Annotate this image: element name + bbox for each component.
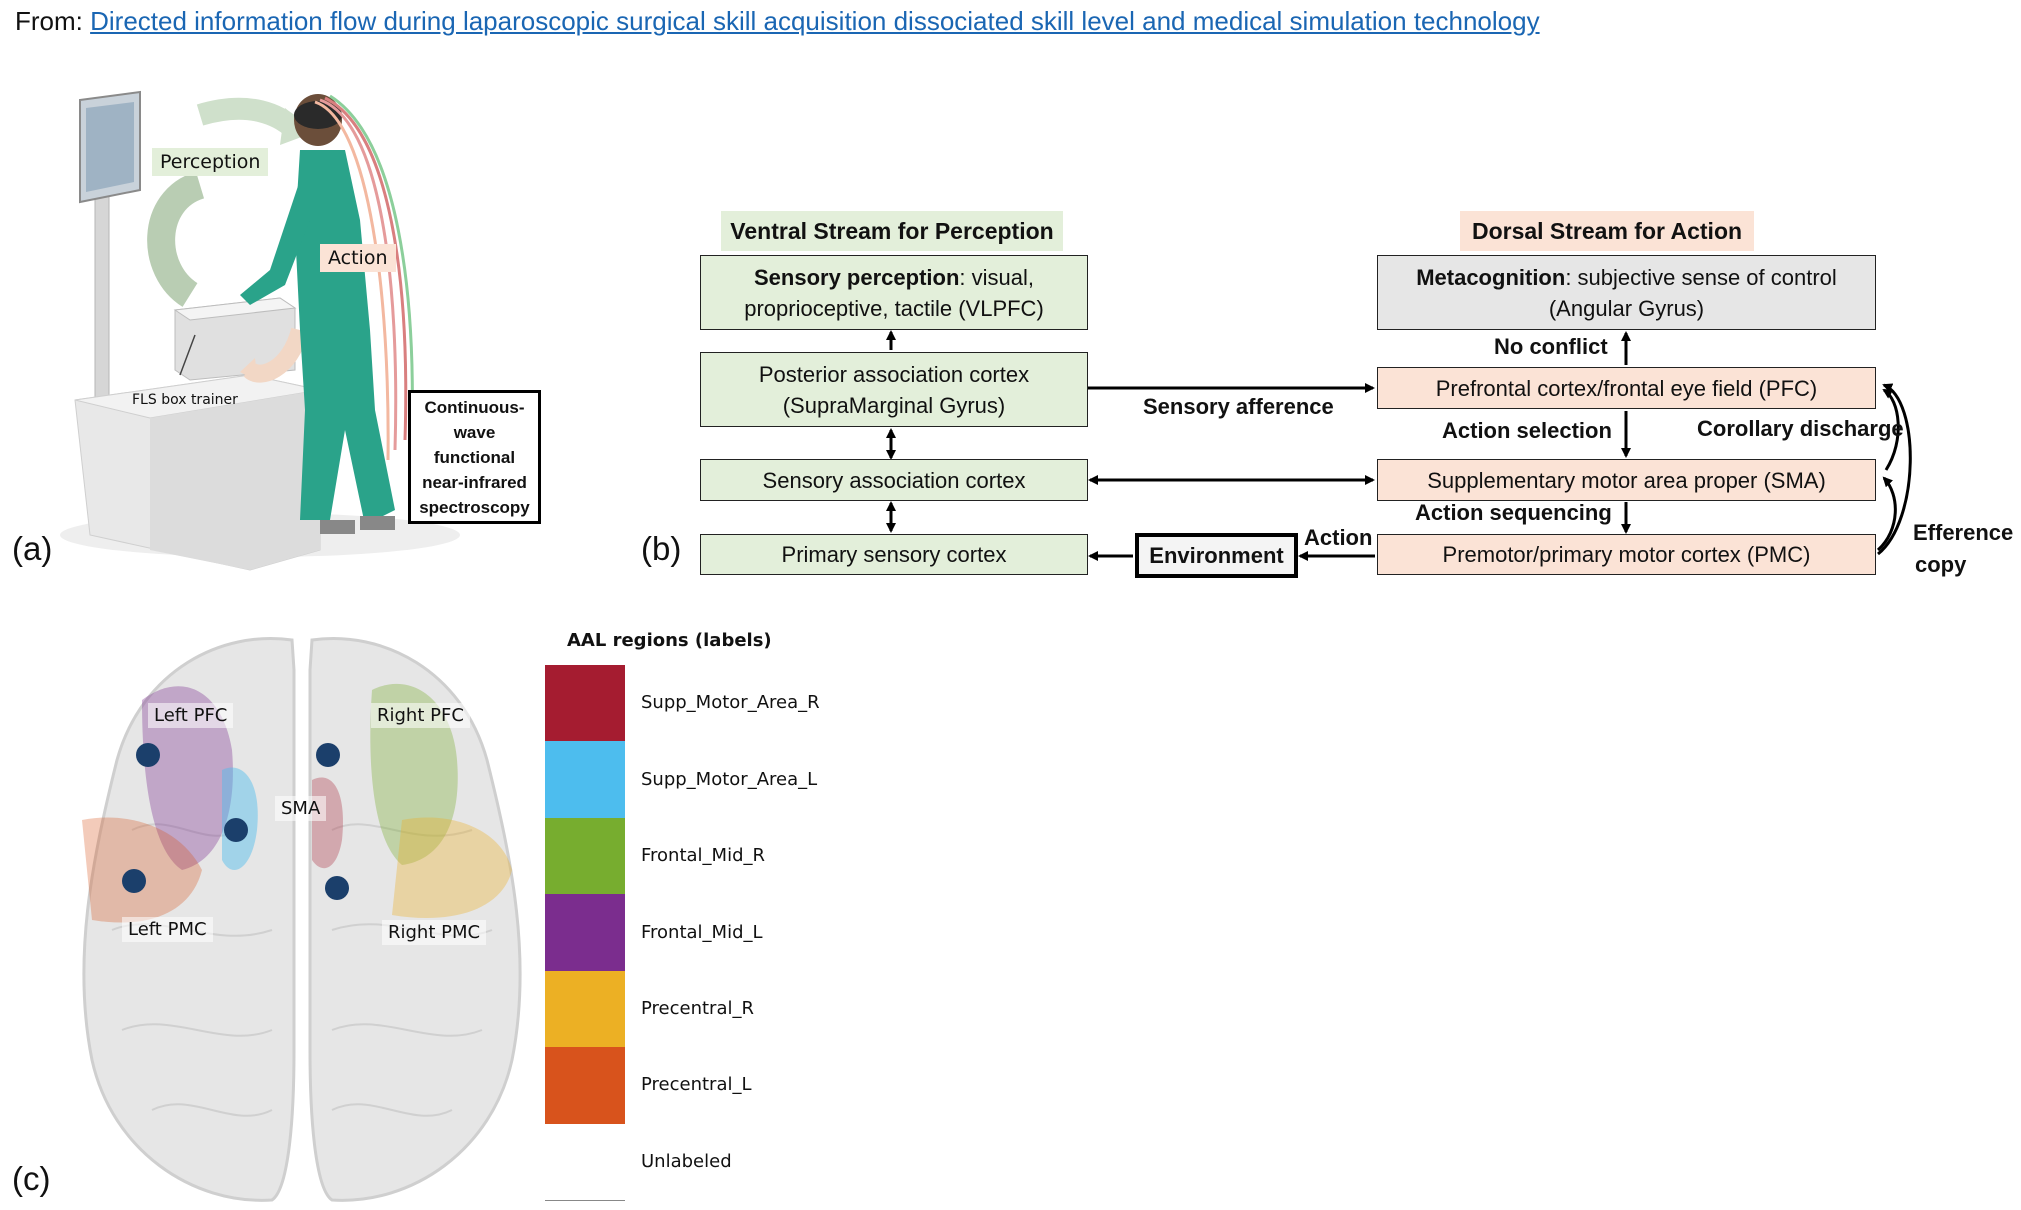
efference-label-1: Efference <box>1913 520 2014 545</box>
panel-a: Perception Action FLS box trainer Contin… <box>0 80 560 580</box>
pfc-box: Prefrontal cortex/frontal eye field (PFC… <box>1377 367 1876 409</box>
fnirs-line: functional <box>433 447 516 467</box>
sensory-perception-box: Sensory perception: visual, propriocepti… <box>700 255 1088 330</box>
dorsal-stream-header: Dorsal Stream for Action <box>1460 211 1754 251</box>
environment-box: Environment <box>1135 533 1298 578</box>
article-link[interactable]: Directed information flow during laparos… <box>90 6 1540 36</box>
primary-sensory-box: Primary sensory cortex <box>700 534 1088 575</box>
sensory-perception-rest: : visual, <box>959 264 1034 290</box>
fnirs-line: Continuous- <box>424 397 525 417</box>
posterior-line2: (SupraMarginal Gyrus) <box>782 392 1006 418</box>
legend-swatch <box>545 894 625 972</box>
ventral-stream-header: Ventral Stream for Perception <box>721 211 1063 251</box>
perception-label: Perception <box>152 148 269 176</box>
left-pmc-label: Left PMC <box>122 917 213 942</box>
legend-label: Precentral_R <box>641 997 754 1019</box>
legend-swatch <box>545 1047 625 1125</box>
sensory-perception-line1: Sensory perception: visual, <box>754 262 1034 293</box>
left-pfc-label: Left PFC <box>148 703 234 728</box>
action-sequencing-label: Action sequencing <box>1415 500 1612 525</box>
right-pmc-label: Right PMC <box>382 920 487 945</box>
fnirs-line: near-infrared <box>422 472 527 492</box>
legend-label: Frontal_Mid_R <box>641 845 766 867</box>
legend-swatch <box>545 970 625 1049</box>
sensory-perception-line2: proprioceptive, tactile (VLPFC) <box>744 295 1044 321</box>
legend-label: Precentral_L <box>641 1074 752 1096</box>
panel-c-letter: (c) <box>12 1160 51 1197</box>
surgeon-illustration <box>60 90 460 571</box>
efference-label-2: copy <box>1915 552 1967 577</box>
posterior-line1: Posterior association cortex <box>758 361 1030 387</box>
legend-swatch <box>545 665 625 743</box>
legend-label: Supp_Motor_Area_R <box>641 692 820 714</box>
metacognition-rest: : subjective sense of control <box>1565 264 1837 290</box>
source-citation: From: Directed information flow during l… <box>15 6 1540 37</box>
sma-label: SMA <box>275 796 327 821</box>
sma-box: Supplementary motor area proper (SMA) <box>1377 459 1876 501</box>
no-conflict-label: No conflict <box>1494 334 1608 359</box>
sensory-afference-label: Sensory afference <box>1143 394 1334 419</box>
metacognition-line2: (Angular Gyrus) <box>1548 295 1705 321</box>
legend-label: Frontal_Mid_L <box>641 921 763 943</box>
right-pfc-label: Right PFC <box>371 703 470 728</box>
citation-prefix: From: <box>15 6 91 36</box>
brain-illustration <box>82 637 522 1202</box>
trainer-label: FLS box trainer <box>132 392 238 408</box>
legend: Supp_Motor_Area_R Supp_Motor_Area_L Fronta… <box>545 665 905 1201</box>
posterior-association-box: Posterior association cortex (SupraMargi… <box>700 352 1088 427</box>
pmc-box: Premotor/primary motor cortex (PMC) <box>1377 534 1876 575</box>
metacognition-box: Metacognition: subjective sense of contr… <box>1377 255 1876 330</box>
metacognition-line1: Metacognition: subjective sense of contr… <box>1416 262 1837 293</box>
sensory-association-box: Sensory association cortex <box>700 459 1088 501</box>
legend-title: AAL regions (labels) <box>567 630 772 651</box>
panel-a-letter: (a) <box>12 530 53 567</box>
action-label-b: Action <box>1304 525 1373 550</box>
sensory-perception-bold: Sensory perception <box>754 264 960 290</box>
fnirs-box: Continuous- wave functional near-infrare… <box>408 390 541 524</box>
corollary-discharge-label: Corollary discharge <box>1697 416 1904 441</box>
metacognition-bold: Metacognition <box>1416 264 1566 290</box>
action-label: Action <box>320 244 396 272</box>
legend-swatch <box>545 1123 625 1201</box>
legend-swatch <box>545 741 625 819</box>
fnirs-line: wave <box>453 422 496 442</box>
legend-swatch <box>545 817 625 896</box>
legend-label: Unlabeled <box>641 1150 732 1172</box>
action-selection-label: Action selection <box>1442 418 1612 443</box>
panel-b-letter: (b) <box>641 530 682 567</box>
fnirs-line: spectroscopy <box>419 497 530 517</box>
legend-label: Supp_Motor_Area_L <box>641 768 818 790</box>
